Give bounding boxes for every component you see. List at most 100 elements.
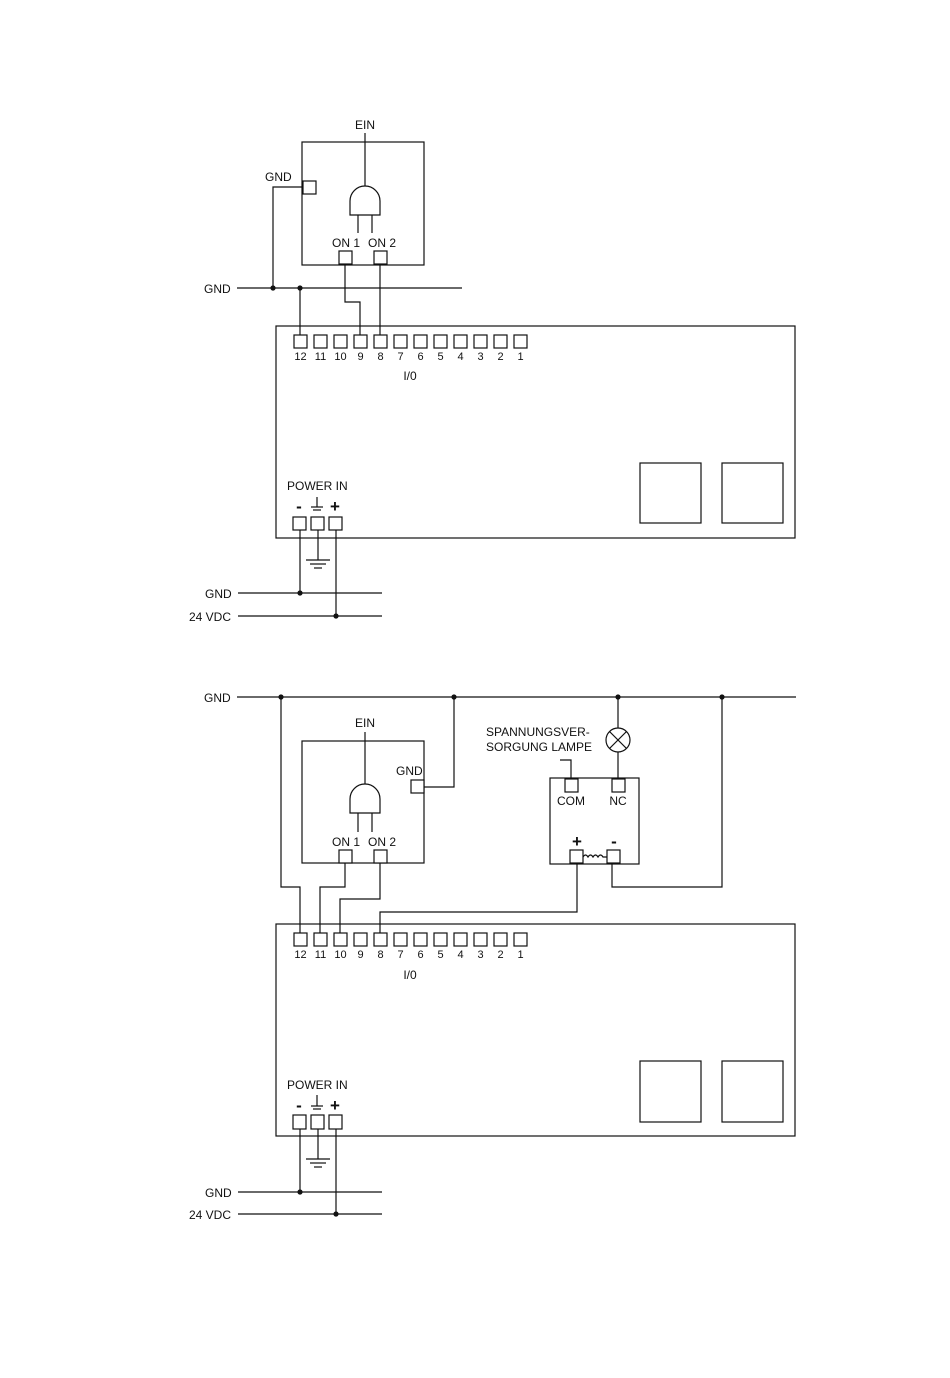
io-terminal-8 xyxy=(374,933,387,946)
power-in-label: POWER IN xyxy=(287,479,348,493)
nc-terminal xyxy=(612,779,625,792)
io-terminal-label: 9 xyxy=(357,949,363,961)
io-terminal-1 xyxy=(514,335,527,348)
io-terminal-label: 4 xyxy=(457,949,463,961)
io-terminal-8 xyxy=(374,335,387,348)
on1-label: ON 1 xyxy=(332,835,360,849)
vdc-supply-label: 24 VDC xyxy=(189,610,231,624)
nc-label: NC xyxy=(609,794,627,808)
power-minus-terminal xyxy=(293,1115,306,1129)
io-terminal-label: 12 xyxy=(294,949,306,961)
io-terminal-10 xyxy=(334,335,347,348)
io-terminal-label: 1 xyxy=(517,949,523,961)
io-terminal-label: 10 xyxy=(334,949,346,961)
io-terminal-4 xyxy=(454,933,467,946)
ground-symbol-icon xyxy=(311,497,323,510)
controller-box xyxy=(276,326,795,538)
power-in-label: POWER IN xyxy=(287,1078,348,1092)
on2-label: ON 2 xyxy=(368,236,396,250)
controller-box xyxy=(276,924,795,1136)
earth-ground-icon xyxy=(306,530,330,568)
relay-plus-terminal xyxy=(570,850,583,863)
on1-terminal xyxy=(339,850,352,863)
power-plus-terminal xyxy=(329,1115,342,1129)
io-terminal-11 xyxy=(314,933,327,946)
power-plus-label: + xyxy=(330,1096,340,1115)
io-terminal-5 xyxy=(434,335,447,348)
vdc-supply-label: 24 VDC xyxy=(189,1208,231,1222)
io-terminal-label: 5 xyxy=(437,351,443,363)
on2-terminal xyxy=(374,850,387,863)
power-plus-terminal xyxy=(329,517,342,530)
io-terminal-label: 3 xyxy=(477,949,483,961)
com-terminal xyxy=(565,779,578,792)
push-button-icon xyxy=(350,186,380,215)
lamp-supply-label-line1: SPANNUNGSVER- xyxy=(486,725,590,739)
ein-label: EIN xyxy=(355,716,375,730)
io-terminal-label: 7 xyxy=(397,351,403,363)
lamp-supply-label-line2: SORGUNG LAMPE xyxy=(486,740,592,754)
io-terminal-7 xyxy=(394,933,407,946)
power-earth-terminal xyxy=(311,1115,324,1129)
io-terminal-12 xyxy=(294,335,307,348)
io-terminal-label: 6 xyxy=(417,949,423,961)
relay-minus-terminal xyxy=(607,850,620,863)
io-terminal-label: 8 xyxy=(377,351,383,363)
io-terminal-label: 2 xyxy=(497,351,503,363)
ground-symbol-icon xyxy=(311,1095,323,1109)
module-gnd-label: GND xyxy=(396,764,423,778)
io-terminal-7 xyxy=(394,335,407,348)
io-terminal-6 xyxy=(414,335,427,348)
gnd-rail-label: GND xyxy=(204,691,231,705)
power-earth-terminal xyxy=(311,517,324,530)
com-label: COM xyxy=(557,794,585,808)
power-minus-terminal xyxy=(293,517,306,530)
module-gnd-label: GND xyxy=(265,170,292,184)
io-terminal-label: 1 xyxy=(517,351,523,363)
on1-label: ON 1 xyxy=(332,236,360,250)
io-terminal-6 xyxy=(414,933,427,946)
io-terminal-label: 11 xyxy=(315,949,326,961)
display-box-left xyxy=(640,463,701,523)
module-gnd-terminal xyxy=(411,780,424,793)
io-terminal-2 xyxy=(494,933,507,946)
gnd-supply-label: GND xyxy=(205,1186,232,1200)
display-box-left xyxy=(640,1061,701,1122)
io-terminal-label: 7 xyxy=(397,949,403,961)
io-terminal-3 xyxy=(474,335,487,348)
io-terminal-label: 4 xyxy=(457,351,463,363)
io-label: I/0 xyxy=(403,369,417,383)
on2-terminal xyxy=(374,251,387,264)
io-terminal-label: 2 xyxy=(497,949,503,961)
relay-minus-label: - xyxy=(611,832,617,851)
on2-label: ON 2 xyxy=(368,835,396,849)
io-terminal-3 xyxy=(474,933,487,946)
io-terminal-10 xyxy=(334,933,347,946)
on1-terminal xyxy=(339,251,352,264)
io-terminal-label: 6 xyxy=(417,351,423,363)
diagram-2: GND EIN ON 1 ON 2 GND SPANNUNGSVER- SORG… xyxy=(189,691,796,1222)
io-terminal-2 xyxy=(494,335,507,348)
io-terminal-label: 12 xyxy=(294,351,306,363)
power-plus-label: + xyxy=(330,497,340,516)
io-terminal-label: 3 xyxy=(477,351,483,363)
io-terminal-label: 10 xyxy=(334,351,346,363)
io-terminal-9 xyxy=(354,335,367,348)
io-terminal-label: 5 xyxy=(437,949,443,961)
io-label: I/0 xyxy=(403,968,417,982)
push-button-icon xyxy=(350,784,380,813)
display-box-right xyxy=(722,1061,783,1122)
relay-plus-label: + xyxy=(572,832,582,851)
relay-coil-icon xyxy=(583,855,607,857)
io-terminal-label: 11 xyxy=(315,351,326,363)
lamp-icon xyxy=(606,728,630,752)
display-box-right xyxy=(722,463,783,523)
io-terminal-5 xyxy=(434,933,447,946)
power-minus-label: - xyxy=(296,497,302,516)
power-minus-label: - xyxy=(296,1096,302,1115)
module-gnd-terminal xyxy=(303,181,316,194)
ein-label: EIN xyxy=(355,118,375,132)
